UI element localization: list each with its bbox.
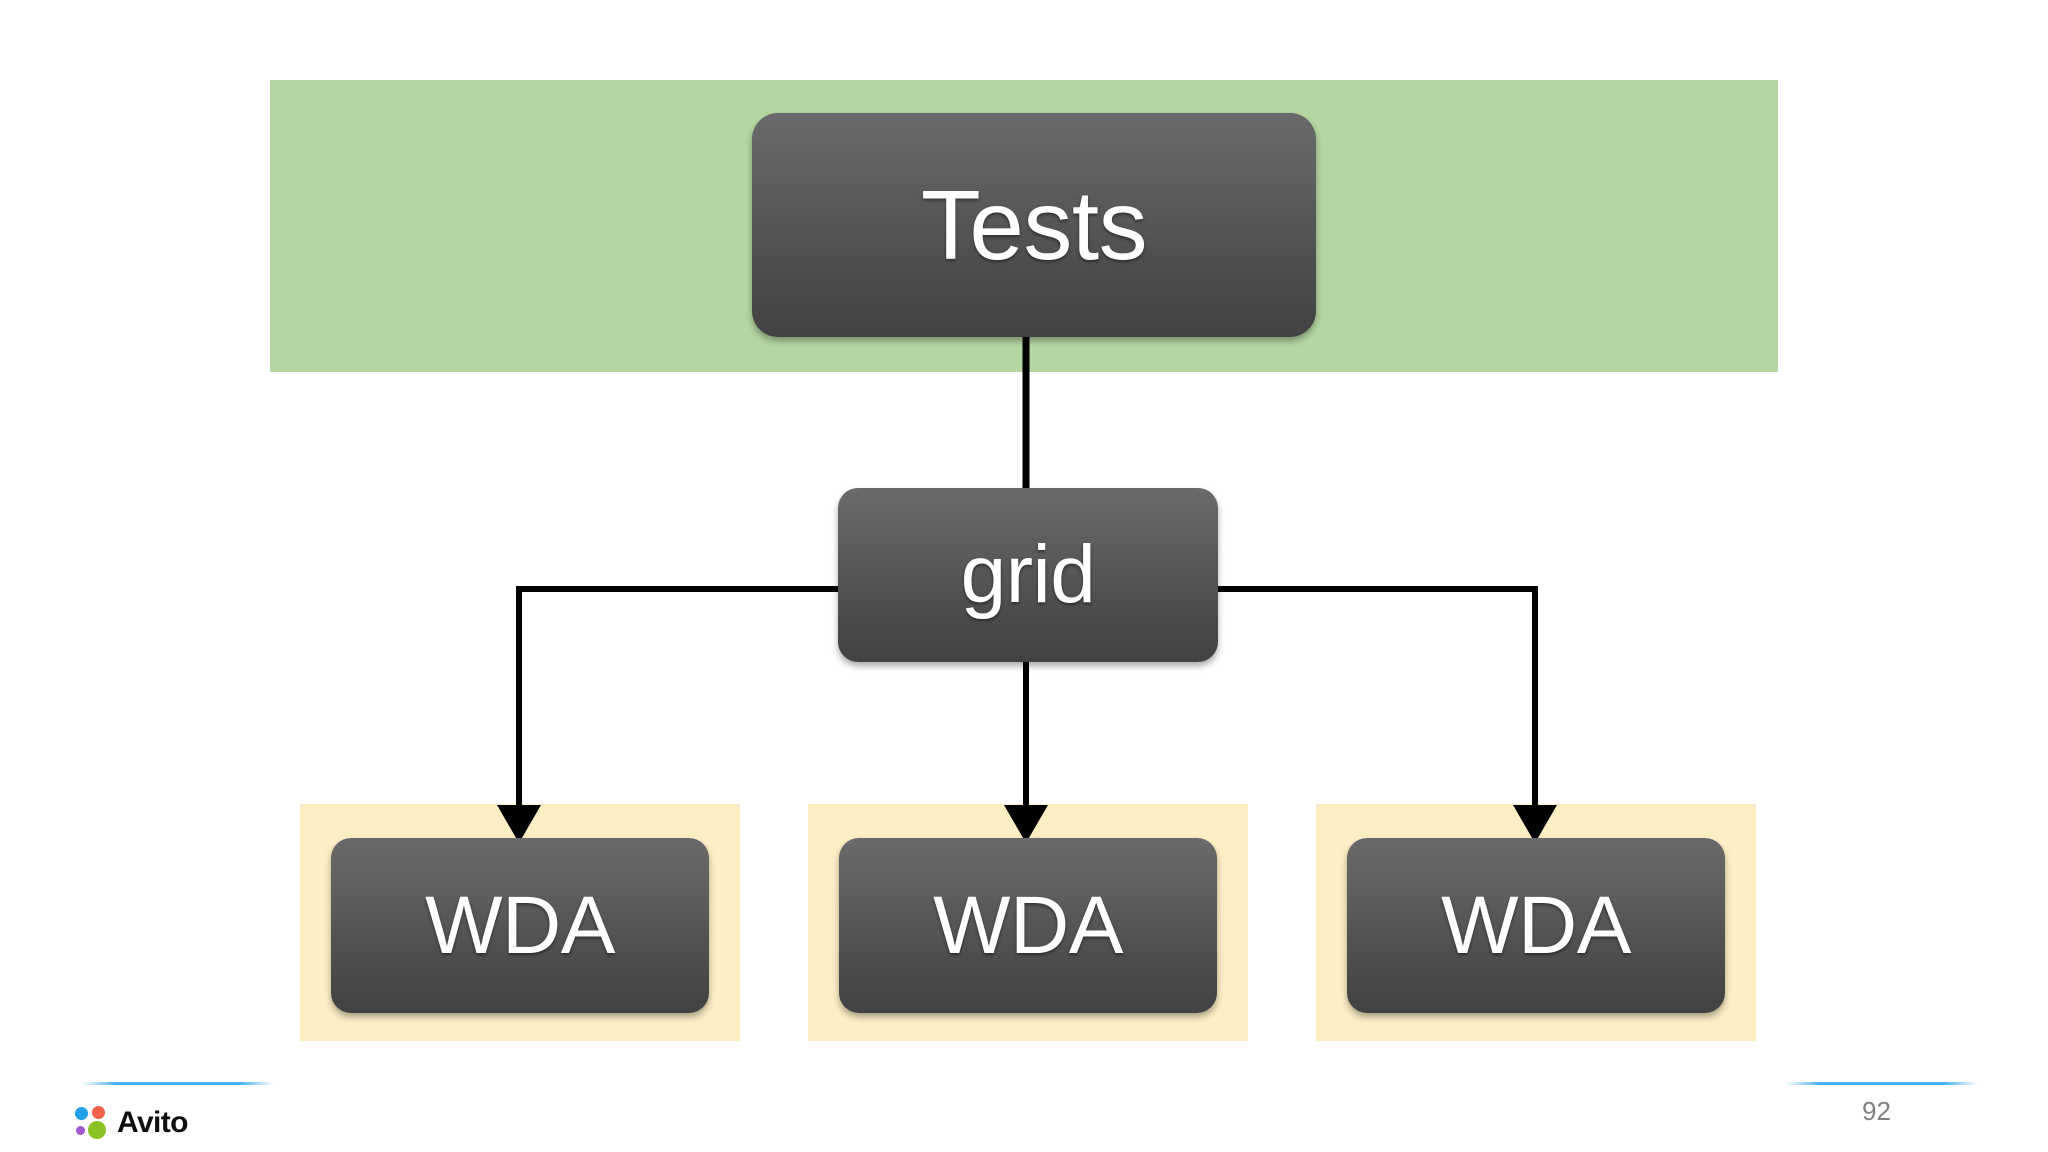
footer-rule-left — [82, 1082, 274, 1085]
avito-wordmark: Avito — [117, 1106, 188, 1139]
footer-rule-right — [1786, 1082, 1978, 1085]
page-number: 92 — [1862, 1096, 1891, 1126]
red-dot-icon — [92, 1106, 105, 1119]
avito-logo: Avito — [74, 1106, 188, 1140]
avito-logo-icon — [74, 1106, 108, 1140]
node-tests-label: Tests — [920, 169, 1148, 280]
purple-dot-icon — [76, 1126, 85, 1135]
node-wda-1[interactable]: WDA — [331, 838, 709, 1013]
node-grid-label: grid — [960, 529, 1096, 620]
node-wda-1-label: WDA — [425, 879, 615, 971]
edge-grid-wda-3 — [1216, 586, 1538, 820]
node-wda-3-label: WDA — [1441, 879, 1631, 971]
blue-dot-icon — [75, 1107, 88, 1120]
edge-grid-wda-1 — [516, 586, 840, 820]
node-grid[interactable]: grid — [838, 488, 1218, 662]
node-wda-3[interactable]: WDA — [1347, 838, 1725, 1013]
green-dot-icon — [88, 1121, 106, 1139]
node-wda-2[interactable]: WDA — [839, 838, 1217, 1013]
node-wda-2-label: WDA — [933, 879, 1123, 971]
node-tests[interactable]: Tests — [752, 113, 1316, 337]
